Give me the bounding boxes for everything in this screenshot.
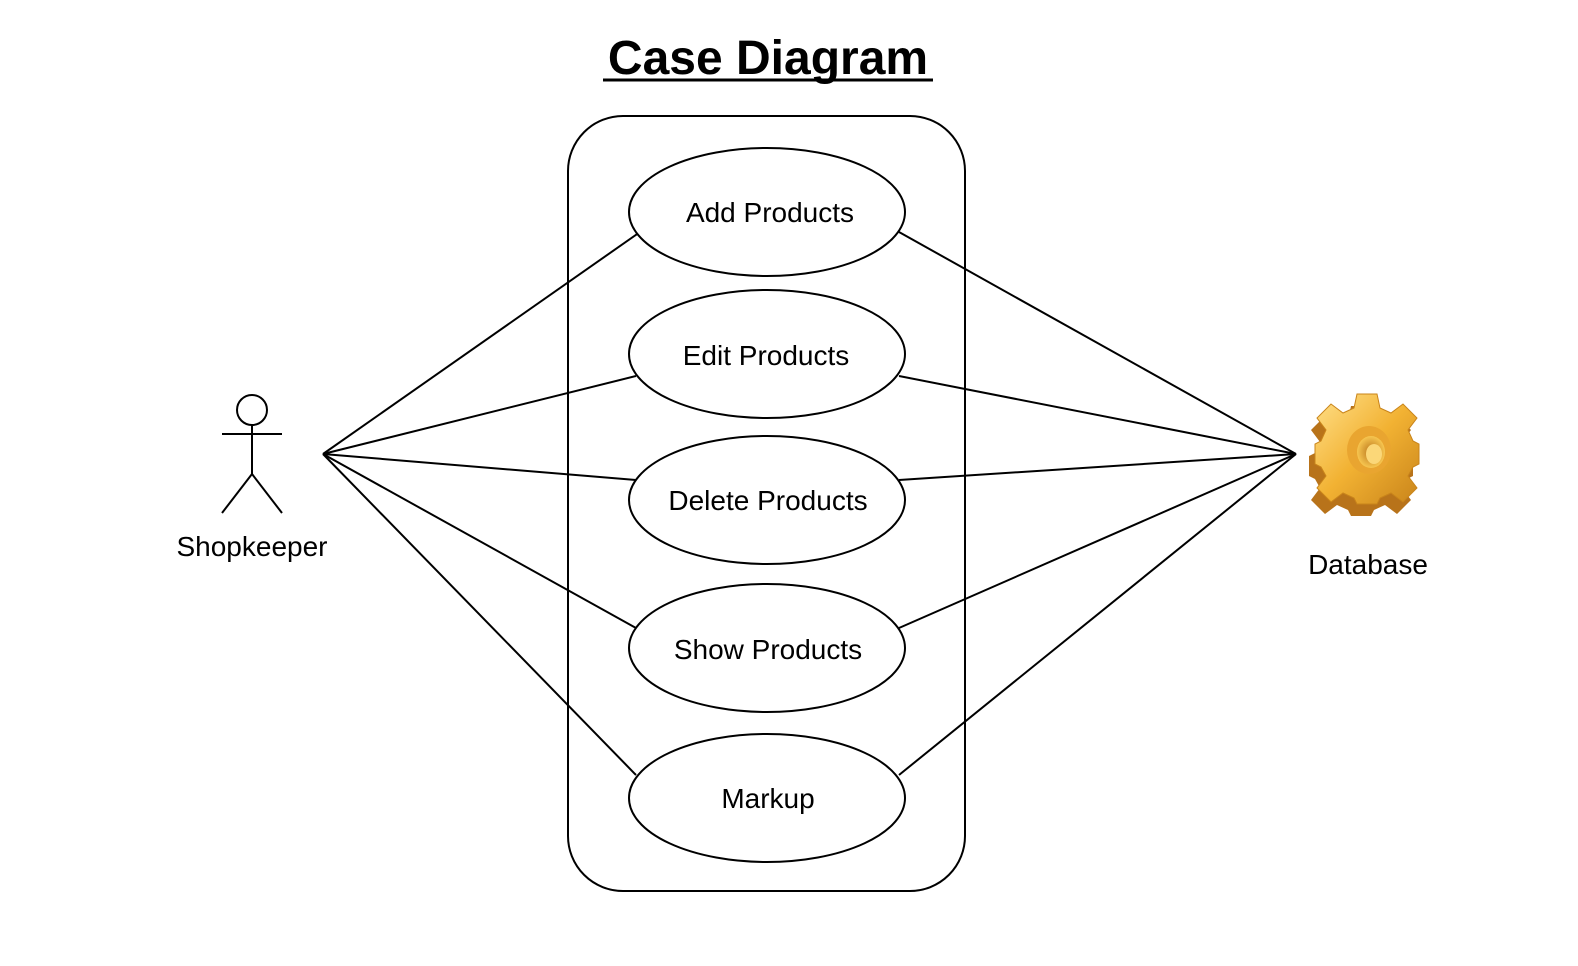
diagram-title-text: Case Diagram — [608, 32, 928, 85]
association-line — [322, 453, 637, 481]
association-line — [322, 453, 637, 629]
association-line — [898, 453, 1297, 629]
actor-shopkeeper[interactable]: Shopkeeper — [176, 394, 328, 562]
use-case-label: Add Products — [686, 197, 854, 228]
stick-figure-icon — [221, 394, 283, 514]
association-line — [322, 453, 637, 776]
actor-database[interactable]: Database — [1308, 393, 1428, 580]
use-case-label: Show Products — [674, 634, 862, 665]
use-case-label: Edit Products — [683, 340, 850, 371]
shopkeeper-associations — [322, 231, 641, 776]
actor-label: Shopkeeper — [176, 531, 327, 562]
actor-label: Database — [1308, 549, 1428, 580]
diagram-title: Case Diagram — [603, 32, 933, 85]
gear-icon — [1309, 393, 1420, 516]
use-case-label: Markup — [721, 783, 814, 814]
association-line — [898, 453, 1297, 481]
use-case-ellipse — [628, 435, 906, 565]
use-case-show-products[interactable]: Show Products — [628, 583, 906, 713]
use-case-edit-products[interactable]: Edit Products — [628, 289, 906, 419]
use-case-ellipse — [628, 583, 906, 713]
use-case-add-products[interactable]: Add Products — [628, 147, 906, 277]
use-case-ellipse — [628, 147, 906, 277]
association-line — [322, 375, 637, 455]
use-case-ellipse — [628, 289, 906, 419]
system-boundary — [567, 115, 966, 892]
use-case-markup[interactable]: Markup — [628, 733, 906, 863]
use-case-delete-products[interactable]: Delete Products — [628, 435, 906, 565]
association-line — [898, 453, 1297, 776]
database-associations — [898, 231, 1297, 776]
association-line — [898, 231, 1297, 455]
use-case-ellipse — [628, 733, 906, 863]
association-line — [898, 375, 1297, 455]
use-case-label: Delete Products — [668, 485, 867, 516]
association-line — [322, 231, 641, 455]
